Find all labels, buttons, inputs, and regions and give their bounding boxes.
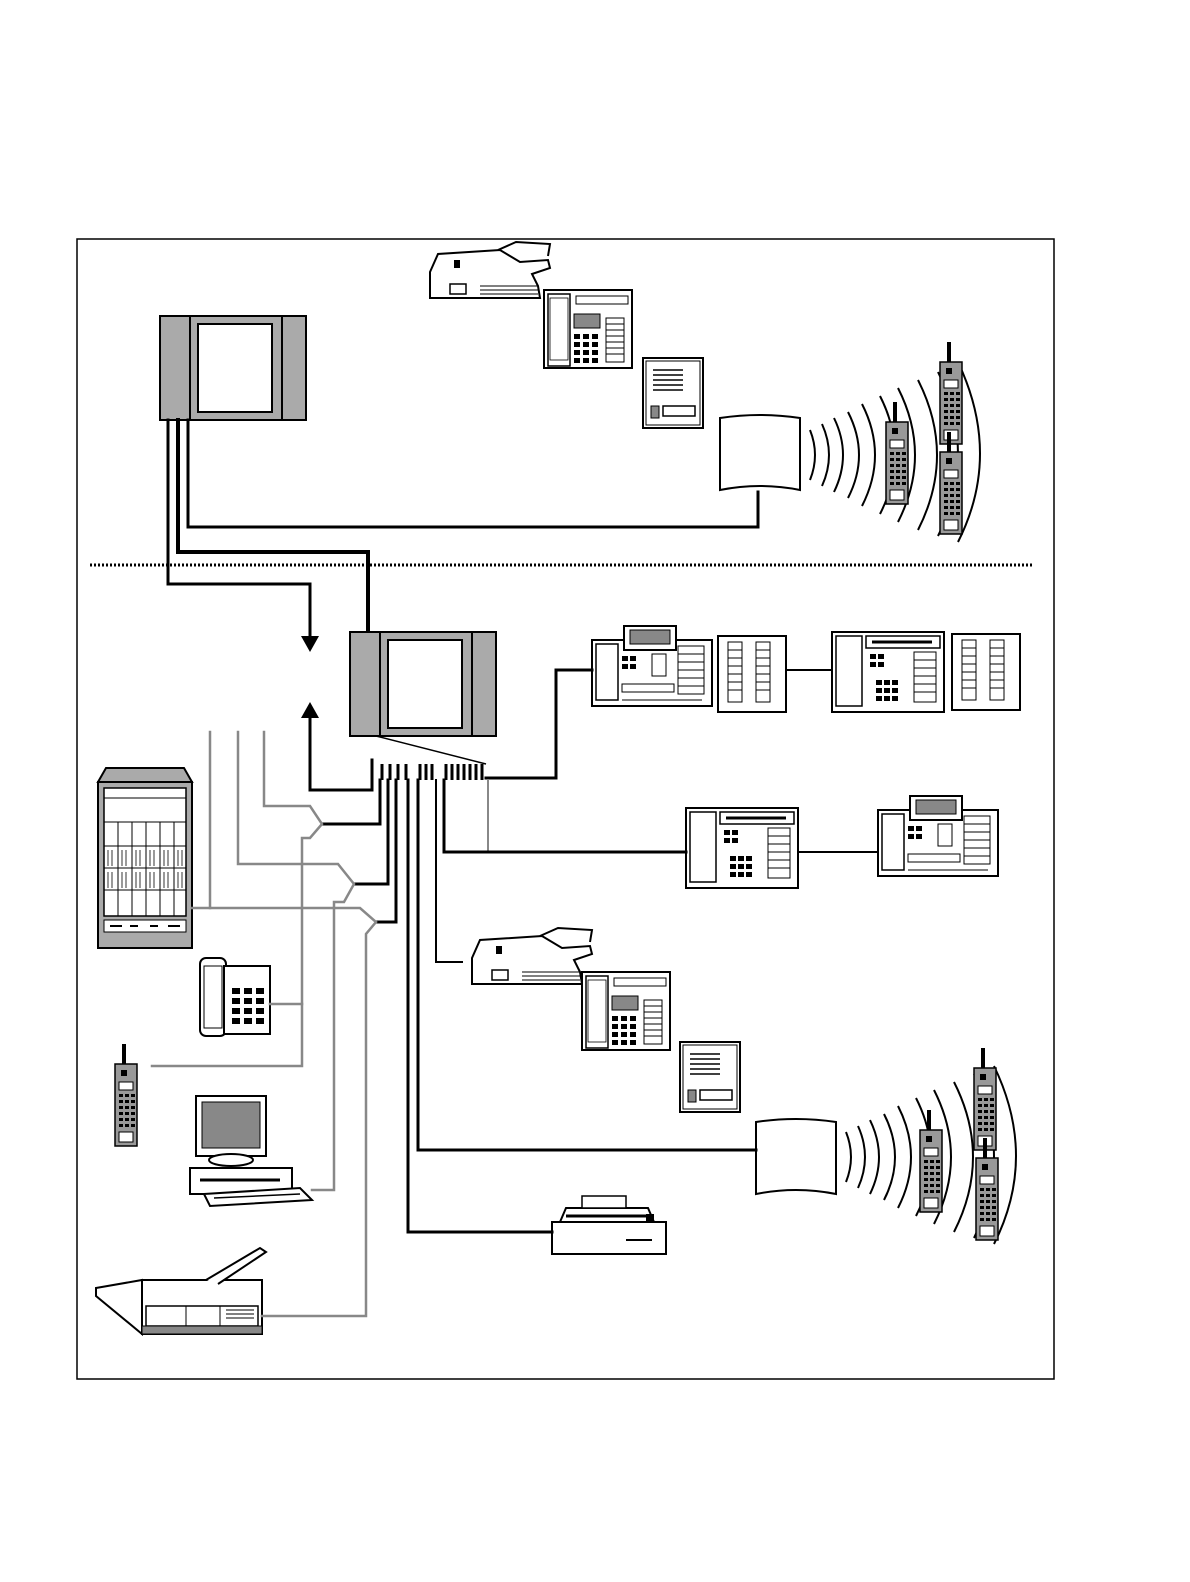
remote-switch-icon: [160, 316, 306, 420]
main-radio-base-icon: [756, 1119, 836, 1194]
system-phone-icon: [832, 632, 944, 712]
desk-phone-icon: [582, 972, 670, 1050]
remote-radio-base-icon: [720, 415, 800, 490]
main-handset-icon: [974, 1048, 996, 1150]
system-phone-icon: [592, 626, 712, 706]
key-module-icon: [718, 636, 786, 712]
remote-desk-phone-icon: [544, 290, 632, 368]
analog-phone-icon: [200, 958, 270, 1036]
main-switch-icon: [350, 632, 496, 736]
server-rack-icon: [98, 768, 192, 948]
key-module-icon: [952, 634, 1020, 710]
distribution-fan: [376, 736, 486, 764]
fax-machine-icon: [472, 928, 592, 984]
main-handset-icon: [920, 1110, 942, 1212]
wireless-handset-icon: [115, 1044, 137, 1146]
system-phone-icon: [686, 808, 798, 888]
printer-icon: [552, 1196, 666, 1254]
system-phone-icon: [878, 796, 998, 876]
main-site: [96, 626, 1020, 1334]
fax-large-icon: [96, 1248, 266, 1334]
port-block: [382, 764, 482, 780]
arrow-up-icon: [301, 702, 319, 718]
remote-fax-icon: [430, 242, 550, 298]
terminal-adapter-icon: [680, 1042, 740, 1112]
remote-pager-unit-icon: [643, 358, 703, 428]
inter-site-links: [168, 420, 372, 790]
remote-handset-icon: [940, 342, 962, 444]
desktop-computer-icon: [190, 1096, 312, 1206]
remote-site: [160, 242, 980, 542]
remote-radio-link: [188, 420, 758, 527]
arrow-down-icon: [301, 636, 319, 652]
